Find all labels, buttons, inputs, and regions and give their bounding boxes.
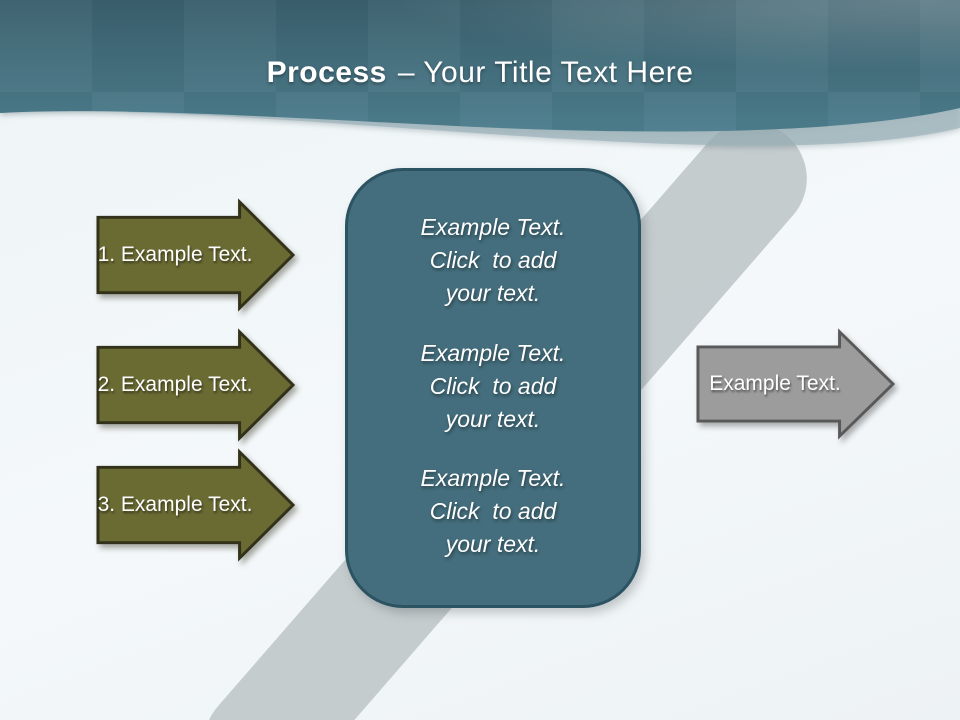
page-title-subtitle: – Your Title Text Here [397,56,694,89]
header-banner [0,0,960,146]
output-arrow[interactable]: Example Text. [695,328,897,440]
right-arrow-shape [96,448,296,562]
example-text-block-1: Example Text. Click to add your text. [420,214,566,306]
example-text-box[interactable]: Example Text. Click to add your text. Ex… [345,168,641,608]
step-arrow-1[interactable]: 1. Example Text. [95,198,297,312]
example-text-block-2: Example Text. Click to add your text. [420,339,566,432]
step-arrow-3[interactable]: 3. Example Text. [95,448,297,562]
output-arrow-label: Example Text. [709,372,841,395]
step-arrow-3-label: 3. Example Text. [97,493,253,516]
page-title: Process – Your Title Text Here [0,56,960,90]
right-arrow-shape [696,328,896,440]
example-text-block-3: Example Text. Click to add your text. [420,465,566,557]
step-arrow-1-label: 1. Example Text. [97,243,253,266]
page-title-keyword: Process [266,56,387,89]
step-arrow-2[interactable]: 2. Example Text. [95,328,297,442]
step-arrow-2-label: 2. Example Text. [97,373,253,396]
right-arrow-shape [96,328,296,442]
right-arrow-shape [96,198,296,312]
